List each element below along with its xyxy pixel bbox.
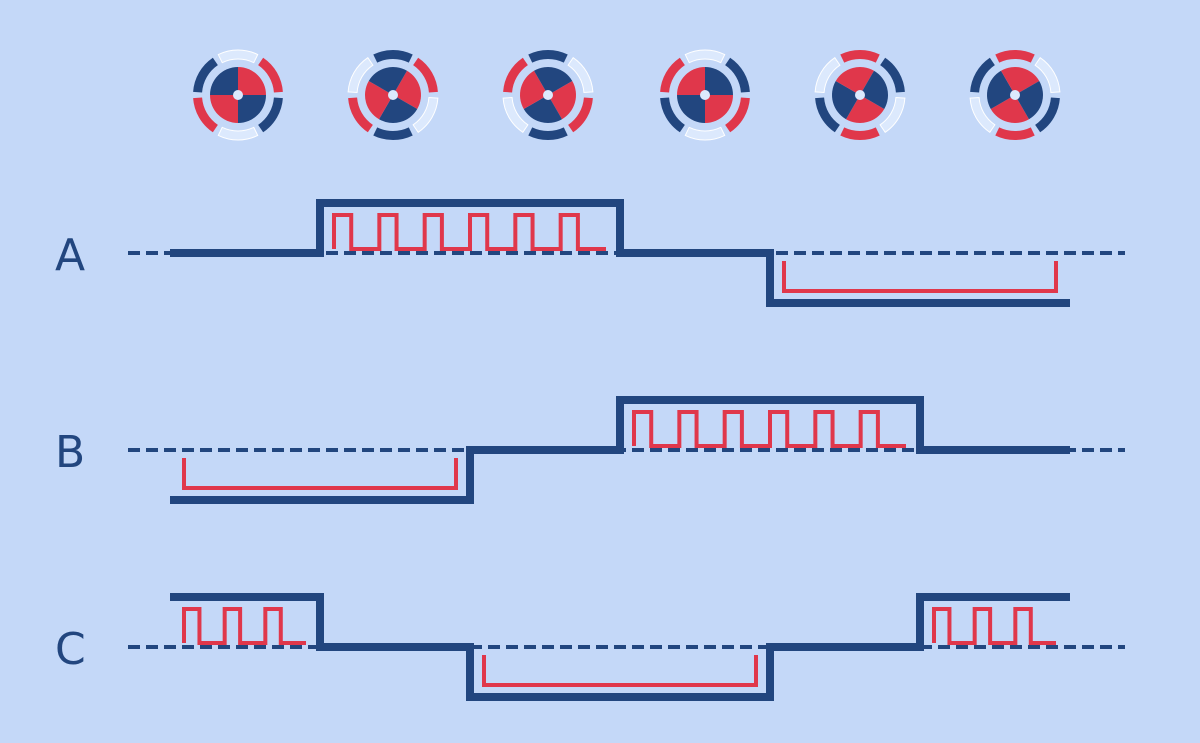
phase-label-c: C: [55, 624, 86, 675]
low-side-current-trace: [482, 655, 758, 687]
pwm-pulse-train: [932, 607, 1056, 645]
rotor-icon: [502, 50, 594, 140]
phase-c-waveform: [128, 593, 1125, 701]
rotor-icon: [193, 49, 283, 141]
rotor-icon: [969, 50, 1061, 140]
rotor-icon: [347, 49, 439, 140]
pwm-pulse-train: [632, 410, 906, 448]
pwm-pulse-train: [332, 213, 606, 251]
rotor-position-icons: [193, 49, 1061, 141]
phase-b-waveform: [128, 396, 1125, 504]
drive-level-trace: [170, 593, 1070, 701]
pwm-pulse-train: [182, 607, 306, 645]
phase-a-waveform: [128, 199, 1125, 307]
rotor-icon: [660, 49, 750, 141]
drive-level-trace: [170, 199, 1070, 307]
phase-label-b: B: [55, 427, 85, 478]
phase-label-a: A: [55, 230, 85, 281]
low-side-current-trace: [782, 261, 1058, 293]
rotor-icon: [814, 50, 906, 140]
low-side-current-trace: [182, 458, 458, 490]
drive-level-trace: [170, 396, 1070, 504]
